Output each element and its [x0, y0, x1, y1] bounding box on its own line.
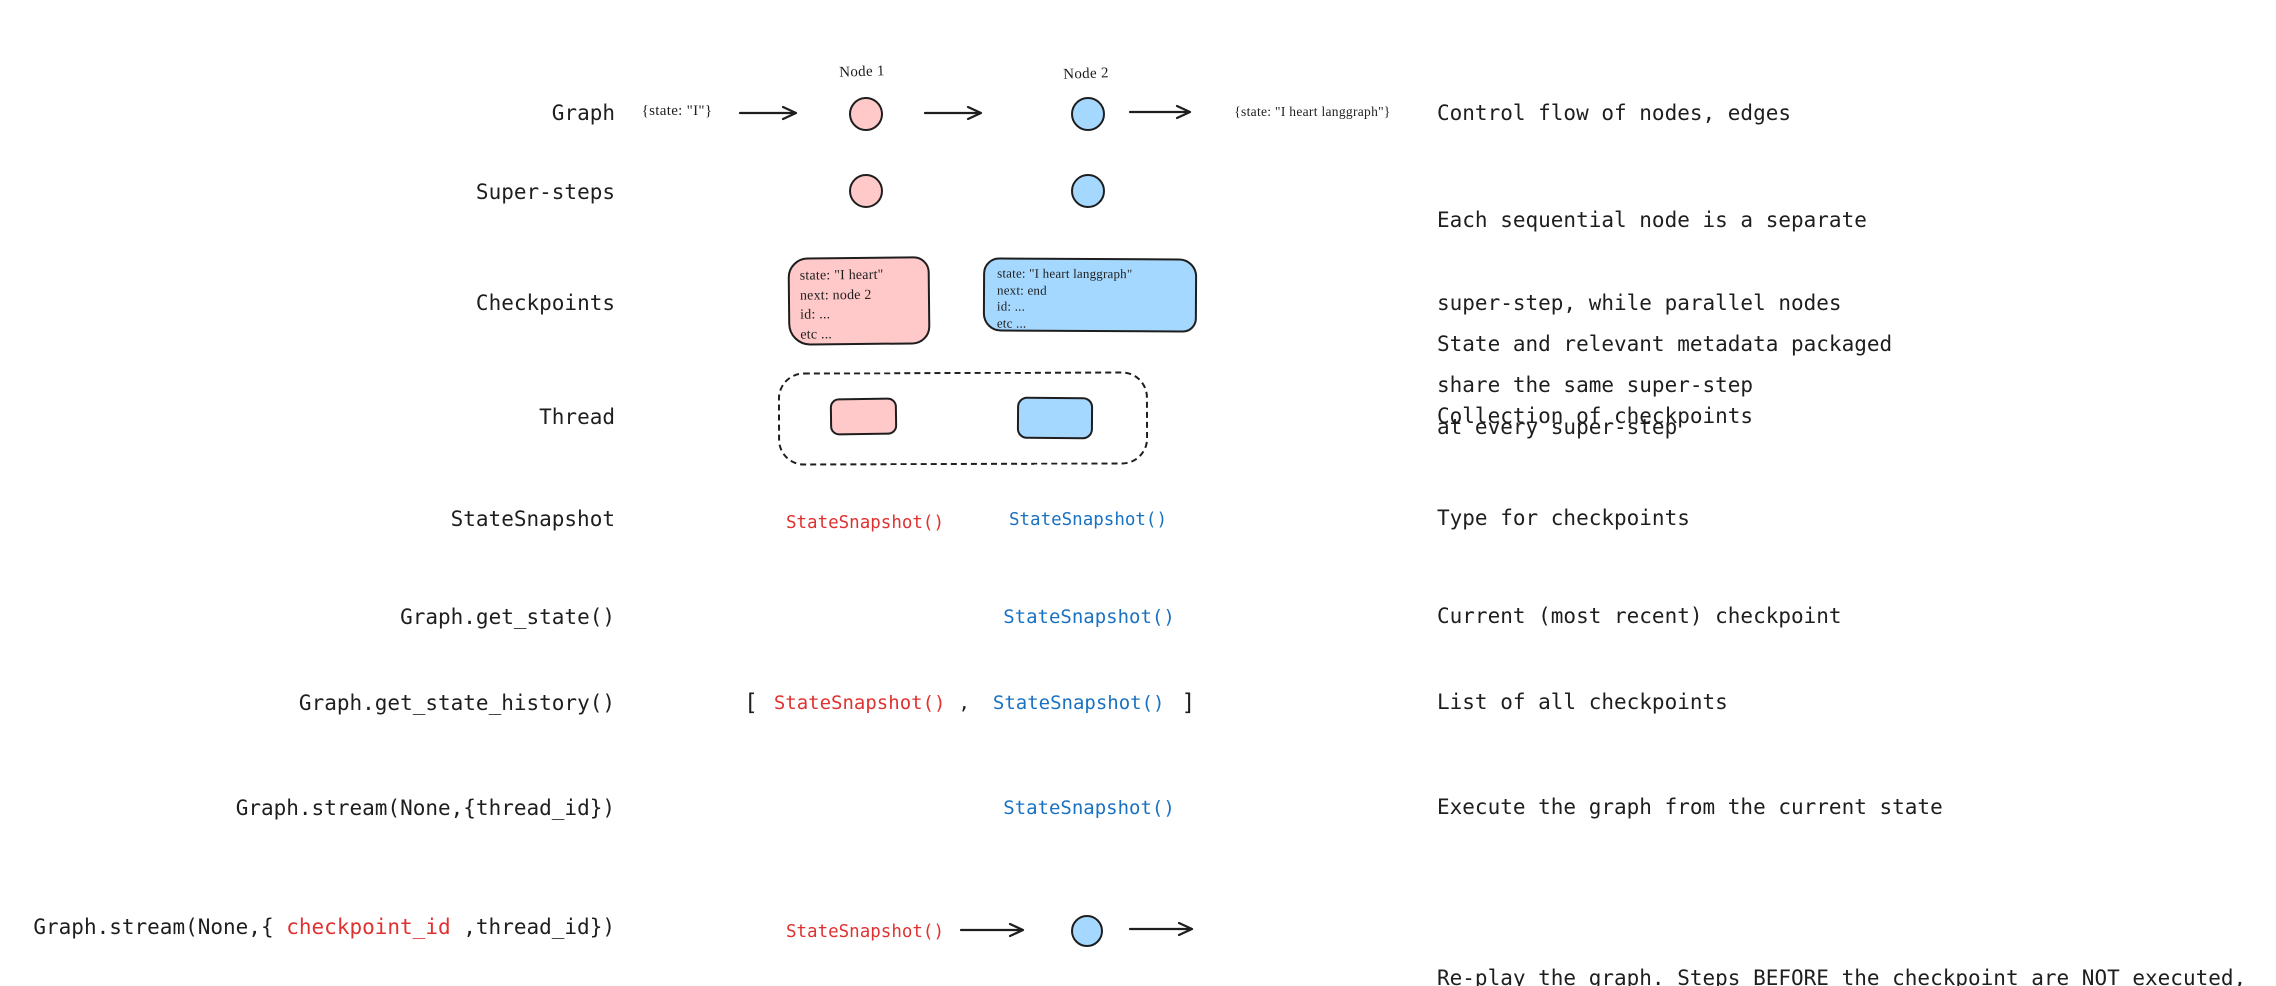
desc-line: at every super-step — [1437, 414, 1678, 439]
stream-result-token: StateSnapshot() — [1003, 797, 1175, 819]
replay-snapshot-token: StateSnapshot() — [785, 922, 945, 942]
statesnapshot-token-blue: StateSnapshot() — [1008, 510, 1168, 530]
history-token-blue: StateSnapshot() — [992, 692, 1165, 714]
row-label-super-steps: Super-steps — [475, 180, 615, 204]
row-label-statesnapshot: StateSnapshot — [450, 507, 615, 531]
history-token-red: StateSnapshot() — [773, 692, 946, 714]
flow-arrow-icon — [923, 105, 983, 121]
super-step-node1-circle — [849, 174, 883, 208]
row-label-get-state: Graph.get_state() — [400, 605, 615, 629]
thread-checkpoint-blue — [1016, 396, 1094, 440]
checkpoint-blue-line: next: end — [996, 282, 1047, 298]
history-comma: , — [958, 692, 970, 714]
replay-node-circle — [1071, 915, 1103, 947]
desc-stream-thread: Execute the graph from the current state — [1437, 795, 1943, 819]
row-label-stream-thread: Graph.stream(None,{thread_id}) — [235, 796, 615, 820]
desc-checkpoints: State and relevant metadata packaged at … — [1437, 276, 1892, 496]
graph-output-state-text: {state: "I heart langgraph"} — [1234, 104, 1391, 119]
checkpoint-pink-line: state: "I heart" — [799, 267, 884, 284]
checkpoint-pink-line: next: node 2 — [799, 287, 872, 304]
desc-get-state: Current (most recent) checkpoint — [1437, 604, 1842, 628]
flow-arrow-icon — [1128, 104, 1192, 120]
desc-thread: Collection of checkpoints — [1437, 404, 1754, 428]
checkpoint-blue-line: id: ... — [996, 298, 1026, 314]
row-label-thread: Thread — [539, 405, 615, 429]
row-label-stream-checkpoint: Graph.stream(None,{ checkpoint_id ,threa… — [0, 914, 615, 940]
node1-circle — [848, 96, 884, 132]
get-state-result-token: StateSnapshot() — [1003, 606, 1175, 628]
desc-line: Each sequential node is a separate — [1437, 208, 1867, 232]
checkpoint-box-pink: state: "I heart" next: node 2 id: ... et… — [787, 256, 931, 346]
node2-circle — [1071, 97, 1105, 131]
row-label-graph: Graph — [551, 101, 615, 125]
checkpoint-blue-line: state: "I heart langgraph" — [997, 265, 1133, 282]
super-step-node2-circle — [1070, 173, 1106, 209]
state-history-list: [ StateSnapshot() , StateSnapshot() ] — [744, 689, 1195, 717]
close-bracket: ] — [1181, 690, 1196, 716]
checkpoint-pink-line: etc ... — [800, 326, 833, 343]
stream-checkpoint-post: ,thread_id}) — [450, 915, 615, 939]
stream-checkpoint-pre: Graph.stream(None,{ — [33, 915, 287, 939]
flow-arrow-icon — [1128, 921, 1194, 937]
checkpoint-box-blue: state: "I heart langgraph" next: end id:… — [982, 257, 1198, 333]
flow-arrow-icon — [738, 105, 798, 121]
node1-label: Node 1 — [838, 63, 886, 81]
open-bracket: [ — [744, 690, 758, 716]
desc-graph: Control flow of nodes, edges — [1437, 101, 1792, 125]
desc-statesnapshot: Type for checkpoints — [1437, 506, 1690, 530]
statesnapshot-token-red: StateSnapshot() — [785, 513, 945, 533]
row-label-get-state-history: Graph.get_state_history() — [298, 691, 615, 715]
row-label-checkpoints: Checkpoints — [475, 291, 615, 315]
node2-label: Node 2 — [1062, 65, 1110, 83]
flow-arrow-icon — [959, 922, 1025, 938]
desc-line: share the same super-step — [1437, 373, 1754, 397]
desc-line: State and relevant metadata packaged — [1437, 332, 1893, 356]
checkpoint-pink-line: id: ... — [800, 307, 831, 323]
graph-input-state-text: {state: "I"} — [641, 103, 713, 119]
thread-checkpoint-pink — [829, 397, 898, 436]
stream-checkpoint-arg: checkpoint_id — [286, 915, 451, 939]
checkpoint-blue-line: etc ... — [996, 315, 1027, 331]
desc-super-steps: Each sequential node is a separate super… — [1437, 152, 1867, 455]
desc-line: super-step, while parallel nodes — [1437, 290, 1842, 315]
desc-stream-checkpoint: Re-play the graph. Steps BEFORE the chec… — [1437, 910, 2246, 986]
desc-get-state-history: List of all checkpoints — [1437, 690, 1728, 714]
desc-line: Re-play the graph. Steps BEFORE the chec… — [1437, 966, 2247, 986]
